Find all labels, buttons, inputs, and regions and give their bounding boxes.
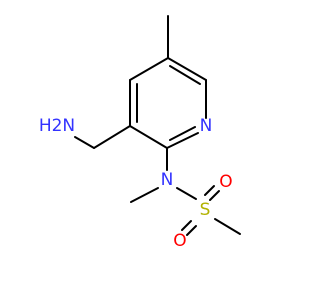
chemical-structure: H2N N N S O O xyxy=(39,15,241,251)
bond-c3-ch2 xyxy=(93,125,131,149)
bond-s-o-top xyxy=(204,185,215,196)
atom-label-ring-n: N xyxy=(200,116,213,136)
bond-n1-c2 xyxy=(166,132,199,149)
atom-label-oxygen-top: O xyxy=(219,172,232,192)
bond-c5-c6 xyxy=(167,57,207,81)
bond-lines xyxy=(74,15,241,236)
atom-label-oxygen-bottom: O xyxy=(173,231,186,251)
atom-label-sulfur: S xyxy=(200,200,211,220)
bond-c5-c6-double xyxy=(169,65,201,85)
bond-s-o-bottom-double xyxy=(186,225,197,236)
atom-label-amine-n: H2N xyxy=(39,116,75,136)
bond-s-o-bottom xyxy=(181,220,192,231)
bond-n-s xyxy=(176,187,197,200)
bond-n1-c2-double xyxy=(169,126,196,141)
bond-n-methyl xyxy=(130,187,159,203)
bond-c2-c3 xyxy=(129,125,168,149)
bond-s-o-top-double xyxy=(209,190,220,201)
atom-label-sulfonamide-n: N xyxy=(161,170,174,190)
atom-labels: H2N N N S O O xyxy=(39,116,233,251)
bond-s-methyl xyxy=(214,218,241,235)
bond-c4-c5 xyxy=(129,57,169,81)
bond-ch2-nh2 xyxy=(74,136,95,149)
